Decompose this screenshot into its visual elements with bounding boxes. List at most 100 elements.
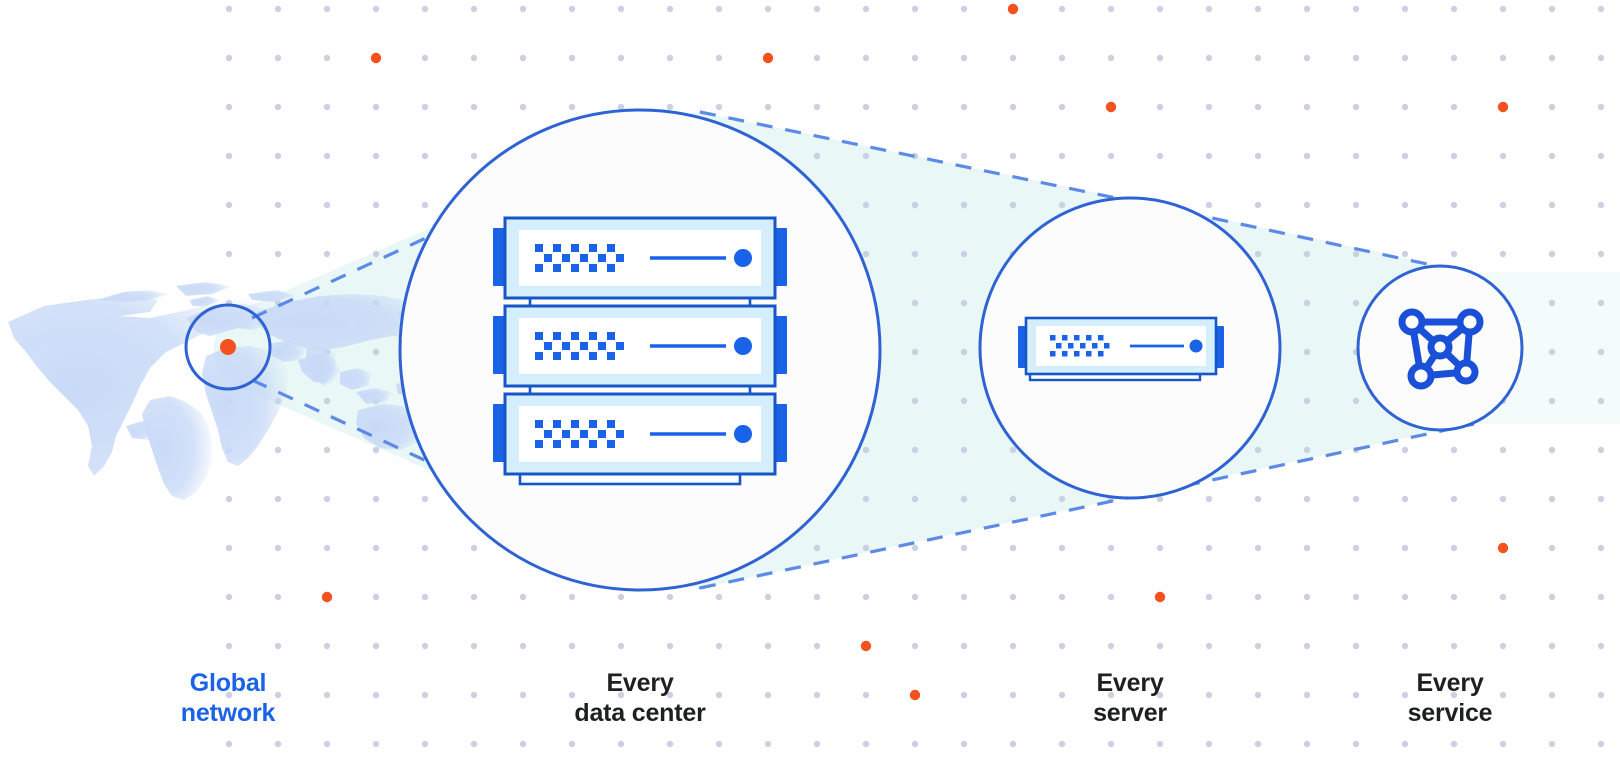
grid-dot: [1058, 544, 1066, 552]
grid-dot: [911, 446, 919, 454]
net-node-center: [1427, 334, 1453, 360]
net-node-top-left: [1398, 308, 1426, 336]
grid-dot: [470, 152, 478, 160]
grid-dot: [1254, 54, 1262, 62]
grid-dot: [470, 642, 478, 650]
grid-dot: [1499, 201, 1507, 209]
grid-dot: [813, 152, 821, 160]
grid-dot: [323, 103, 331, 111]
grid-dot: [1058, 495, 1066, 503]
grid-dot: [1009, 152, 1017, 160]
grid-dot: [862, 250, 870, 258]
grid-dot: [1499, 593, 1507, 601]
grid-dot: [1156, 544, 1164, 552]
grid-dot: [323, 691, 331, 699]
grid-dot: [1352, 397, 1360, 405]
grid-dot: [1303, 544, 1311, 552]
grid-dot: [1352, 740, 1360, 748]
grid-dot: [813, 593, 821, 601]
label-every-server: Every server: [1093, 669, 1167, 727]
grid-dot: [372, 152, 380, 160]
grid-dot: [568, 593, 576, 601]
grid-dot: [1107, 740, 1115, 748]
grid-dot: [617, 5, 625, 13]
grid-dot: [1352, 250, 1360, 258]
grid-dot-accent: [909, 689, 921, 701]
grid-dot: [715, 740, 723, 748]
grid-dot: [911, 348, 919, 356]
grid-dot: [813, 544, 821, 552]
grid-dot: [225, 201, 233, 209]
grid-dot: [1401, 152, 1409, 160]
grid-dot: [1009, 201, 1017, 209]
grid-dot: [1058, 642, 1066, 650]
grid-dot-accent: [321, 591, 333, 603]
grid-dot: [519, 54, 527, 62]
grid-dot: [1205, 495, 1213, 503]
grid-dot: [1548, 642, 1556, 650]
grid-dot: [813, 642, 821, 650]
grid-dot: [1303, 593, 1311, 601]
grid-dot: [960, 5, 968, 13]
grid-dot-accent: [1497, 101, 1509, 113]
grid-dot: [1548, 495, 1556, 503]
grid-dot: [862, 152, 870, 160]
grid-dot: [421, 103, 429, 111]
grid-dot: [960, 54, 968, 62]
grid-dot: [1548, 740, 1556, 748]
grid-dot: [323, 642, 331, 650]
net-node-bottom-left: [1407, 362, 1435, 390]
grid-dot: [911, 201, 919, 209]
grid-dot: [1303, 348, 1311, 356]
grid-dot: [666, 691, 674, 699]
grid-dot: [1352, 691, 1360, 699]
grid-dot: [960, 152, 968, 160]
grid-dot: [1597, 54, 1605, 62]
grid-dot: [1450, 250, 1458, 258]
circle-global-network: [184, 303, 272, 391]
grid-dot: [1597, 103, 1605, 111]
grid-dot: [960, 397, 968, 405]
grid-dot: [274, 544, 282, 552]
grid-dot: [421, 740, 429, 748]
grid-dot: [1205, 54, 1213, 62]
grid-dot: [470, 593, 478, 601]
grid-dot: [1450, 691, 1458, 699]
single-server-icon: [1018, 316, 1224, 382]
grid-dot: [617, 103, 625, 111]
grid-dot: [1597, 348, 1605, 356]
grid-dot: [666, 103, 674, 111]
grid-dot: [568, 103, 576, 111]
grid-dot: [1499, 691, 1507, 699]
grid-dot: [1156, 5, 1164, 13]
grid-dot: [274, 740, 282, 748]
grid-dot: [1597, 740, 1605, 748]
grid-dot: [323, 54, 331, 62]
grid-dot: [225, 740, 233, 748]
grid-dot: [960, 299, 968, 307]
grid-dot: [372, 544, 380, 552]
grid-dot: [274, 5, 282, 13]
grid-dot: [813, 103, 821, 111]
grid-dot-accent: [1497, 542, 1509, 554]
grid-dot: [274, 152, 282, 160]
grid-dot: [1352, 54, 1360, 62]
grid-dot: [1450, 103, 1458, 111]
grid-dot: [764, 740, 772, 748]
grid-dot: [470, 103, 478, 111]
grid-dot: [911, 495, 919, 503]
grid-dot: [1401, 446, 1409, 454]
grid-dot: [764, 5, 772, 13]
grid-dot: [225, 152, 233, 160]
grid-dot: [1009, 103, 1017, 111]
grid-dot: [568, 691, 576, 699]
grid-dot: [1107, 152, 1115, 160]
grid-dot: [1205, 201, 1213, 209]
grid-dot: [1401, 103, 1409, 111]
grid-dot: [1107, 54, 1115, 62]
grid-dot: [960, 544, 968, 552]
grid-dot: [1450, 642, 1458, 650]
grid-dot: [666, 54, 674, 62]
grid-dot: [1303, 54, 1311, 62]
